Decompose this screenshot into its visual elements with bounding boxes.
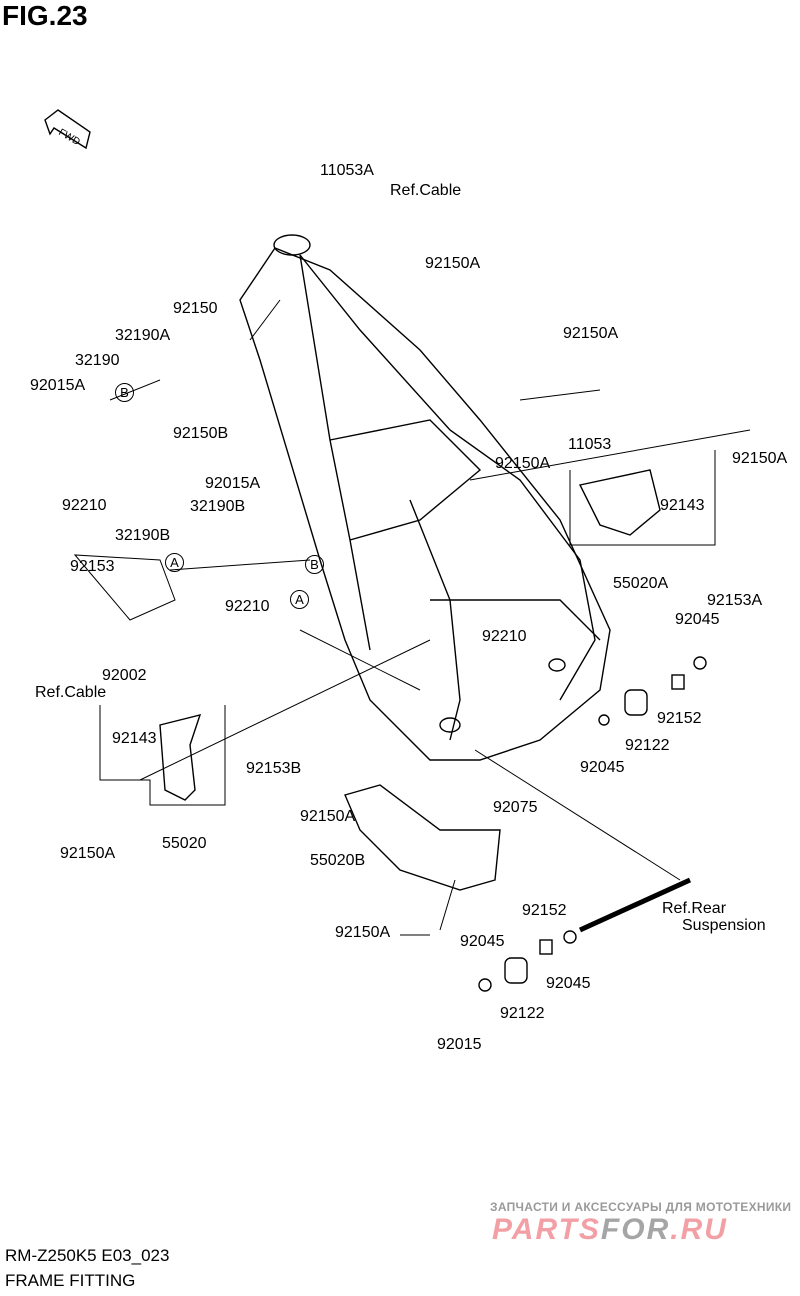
callout-92122: 92122 bbox=[500, 1005, 545, 1022]
callout-32190b: 32190B bbox=[190, 498, 246, 515]
marker-b: B bbox=[305, 555, 324, 574]
callout-92152: 92152 bbox=[522, 902, 567, 919]
section-title: FRAME FITTING bbox=[5, 1271, 136, 1290]
callout-92150: 92150 bbox=[173, 300, 218, 317]
callout-92153a: 92153A bbox=[707, 592, 763, 609]
callout-92045: 92045 bbox=[675, 611, 720, 628]
callout-92015a: 92015A bbox=[205, 475, 261, 492]
watermark-tagline: ЗАПЧАСТИ И АКСЕССУАРЫ ДЛЯ МОТОТЕХНИКИ bbox=[490, 1200, 792, 1214]
callout-92002: 92002 bbox=[102, 667, 147, 684]
callout-92153b: 92153B bbox=[246, 760, 302, 777]
callout-92122: 92122 bbox=[625, 737, 670, 754]
model-code: RM-Z250K5 E03_023 bbox=[5, 1246, 170, 1265]
callout-92143: 92143 bbox=[112, 730, 157, 747]
figure-title: FIG.23 bbox=[2, 0, 88, 31]
callout-92150a: 92150A bbox=[300, 808, 356, 825]
callout-92015: 92015 bbox=[437, 1036, 482, 1053]
callout-92045: 92045 bbox=[546, 975, 591, 992]
callout-32190b: 32190B bbox=[115, 527, 171, 544]
callout-92150a: 92150A bbox=[60, 845, 116, 862]
callout-55020b: 55020B bbox=[310, 852, 366, 869]
frame-icon bbox=[239, 234, 611, 761]
callout-92045: 92045 bbox=[580, 759, 625, 776]
callout-ref-cable: Ref.Cable bbox=[35, 684, 107, 701]
callout-55020a: 55020A bbox=[613, 575, 669, 592]
fwd-arrow-icon: FWD bbox=[44, 109, 91, 150]
marker-a: A bbox=[165, 553, 184, 572]
guard-55020-icon bbox=[159, 714, 202, 801]
callout-ref-rear: Ref.Rear bbox=[662, 900, 727, 917]
watermark-logo: PARTSFOR.RU bbox=[492, 1213, 728, 1246]
leader-lines bbox=[73, 299, 751, 936]
callout-92210: 92210 bbox=[225, 598, 270, 615]
callout-92150a: 92150A bbox=[495, 455, 551, 472]
callout-92152: 92152 bbox=[657, 710, 702, 727]
callout-ref-cable: Ref.Cable bbox=[390, 182, 462, 199]
skid-plate-icon bbox=[344, 784, 501, 891]
callout-92143: 92143 bbox=[660, 497, 705, 514]
callout-32190: 32190 bbox=[75, 352, 120, 369]
callout-92150a: 92150A bbox=[335, 924, 391, 941]
callout-92210: 92210 bbox=[482, 628, 527, 645]
callout-55020: 55020 bbox=[162, 835, 207, 852]
callout-92045: 92045 bbox=[460, 933, 505, 950]
callout-92150b: 92150B bbox=[173, 425, 229, 442]
guard-55020a-icon bbox=[578, 469, 661, 536]
callout-92210: 92210 bbox=[62, 497, 107, 514]
callout-92150a: 92150A bbox=[425, 255, 481, 272]
callout-11053: 11053 bbox=[568, 436, 612, 453]
callout-92150a: 92150A bbox=[563, 325, 619, 342]
callout-32190a: 32190A bbox=[115, 327, 171, 344]
marker-b: B bbox=[115, 383, 134, 402]
callout-11053a: 11053A bbox=[320, 162, 374, 179]
callout-92150a: 92150A bbox=[732, 450, 788, 467]
callout-92153: 92153 bbox=[70, 558, 115, 575]
callout-suspension: Suspension bbox=[682, 917, 766, 934]
callout-92015a: 92015A bbox=[30, 377, 86, 394]
collar-icons bbox=[478, 656, 707, 992]
callout-92075: 92075 bbox=[493, 799, 538, 816]
shock-bolt-icon bbox=[578, 877, 692, 933]
marker-a: A bbox=[290, 590, 309, 609]
